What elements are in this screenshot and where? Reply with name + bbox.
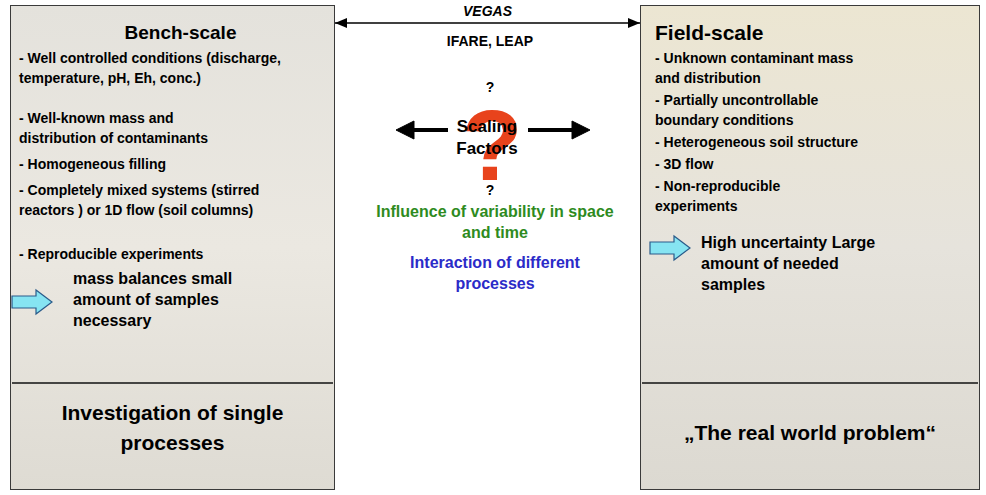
- arrow-icon: [12, 290, 52, 314]
- bullet-item: - Well controlled conditions (discharge,…: [19, 48, 284, 88]
- result-text: mass balances small amount of samples ne…: [73, 268, 288, 331]
- bullet-item: - Reproducible experiments: [19, 244, 319, 264]
- summary-text: Investigation of single processes: [21, 398, 324, 458]
- project-label: IFARE, LEAP: [420, 32, 560, 50]
- bullet-item: - Non-reproducible experiments: [655, 176, 815, 216]
- arrow-icon: [650, 236, 690, 260]
- influence-note: Influence of variability in space and ti…: [375, 201, 615, 243]
- summary-text: „The real world problem“: [651, 418, 969, 448]
- bullet-item: - Unknown contaminant mass and distribut…: [655, 48, 875, 88]
- question-mark: ?: [478, 181, 502, 199]
- panel-heading: Field-scale: [655, 20, 955, 46]
- result-text: High uncertainty Large amount of needed …: [701, 232, 906, 295]
- bullet-item: - Homogeneous filling: [19, 154, 319, 174]
- question-mark: ?: [478, 78, 502, 96]
- double-arrow: [335, 22, 640, 24]
- bullet-item: - 3D flow: [655, 154, 965, 174]
- panel-box: Field-scale- Unknown contaminant mass an…: [640, 5, 980, 490]
- panel-ground: [10, 5, 335, 490]
- bullet-item: - Heterogeneous soil structure: [655, 132, 965, 152]
- separator-line: [12, 382, 333, 384]
- separator-line: [642, 382, 978, 384]
- bullet-item: - Completely mixed systems (stirred reac…: [19, 180, 307, 220]
- panel-box: Bench-scale- Well controlled conditions …: [10, 5, 335, 490]
- panel-ground: [640, 5, 980, 490]
- panel-heading: Bench-scale: [19, 20, 342, 46]
- bullet-item: - Partially uncontrollable boundary cond…: [655, 90, 875, 130]
- interaction-note: Interaction of different processes: [395, 252, 595, 294]
- center-heading: Scaling Factors: [446, 116, 528, 160]
- bullet-item: - Well-known mass and distribution of co…: [19, 108, 249, 148]
- project-label: VEGAS: [463, 2, 512, 20]
